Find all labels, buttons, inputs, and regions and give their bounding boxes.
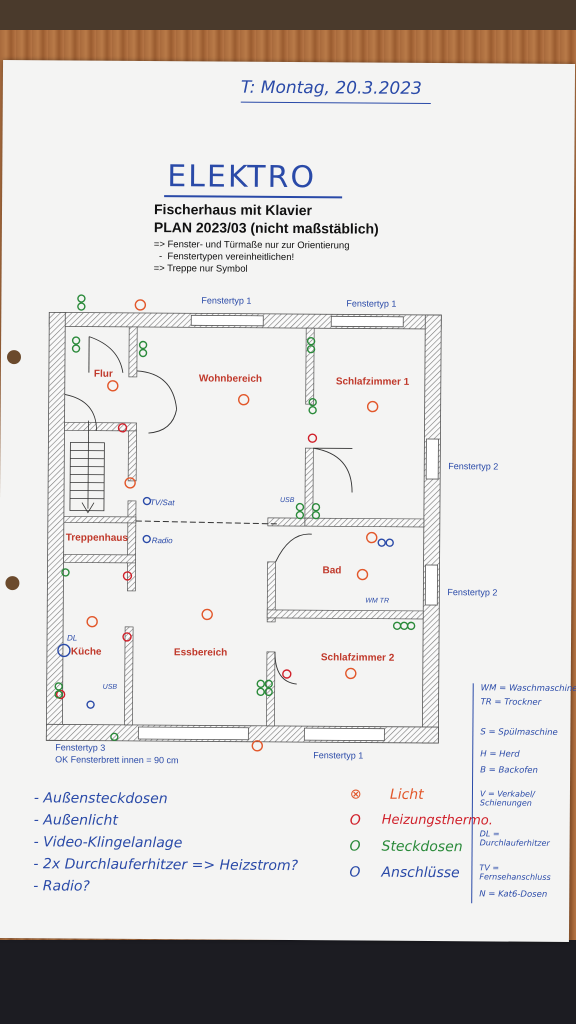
room-label-treppenhaus: Treppenhaus — [65, 532, 129, 544]
thermostat-symbols — [55, 423, 318, 700]
abbreviation: S = Spülmaschine — [480, 727, 558, 738]
top-dark-edge — [0, 0, 576, 30]
floor-plan-drawing: TV/Sat Radio WM TR DL USB USB — [45, 294, 442, 752]
room-label-schlafzimmer2: Schlafzimmer 2 — [320, 652, 395, 664]
abbreviation: B = Backofen — [480, 765, 538, 776]
todo-item: - Radio? — [33, 878, 90, 895]
legend-light-label: Licht — [389, 786, 424, 803]
legend-thermostat-label: Heizungsthermo. — [381, 812, 493, 829]
abbreviation: TV = Fernsehanschluss — [479, 863, 551, 882]
connection-symbols — [57, 496, 394, 709]
room-label-schlafzimmer1: Schlafzimmer 1 — [335, 376, 410, 388]
doors — [88, 336, 353, 685]
todo-item: - Außensteckdosen — [33, 790, 168, 808]
light-symbols — [86, 299, 379, 752]
room-label-wohnbereich: Wohnbereich — [198, 373, 263, 385]
room-label-kueche: Küche — [70, 646, 102, 658]
room-label-flur: Flur — [93, 368, 113, 380]
abbreviation: H = Herd — [480, 749, 520, 760]
legend-connection-icon: O — [349, 864, 361, 881]
wm-tr-note: WM TR — [365, 598, 389, 605]
tv-sat-note: TV/Sat — [150, 498, 175, 507]
usb-note: USB — [280, 497, 295, 504]
legend-light-icon: ⊗ — [349, 786, 362, 803]
floor-bottom-area — [0, 940, 576, 1024]
legend-socket-icon: O — [349, 838, 361, 855]
socket-symbols — [54, 294, 416, 742]
abbreviation: WM = Waschmaschine — [480, 683, 576, 695]
todo-item: - 2x Durchlauferhitzer => Heizstrom? — [33, 856, 299, 875]
abbreviation: TR = Trockner — [480, 697, 542, 708]
abbreviation: V = Verkabel/ Schienungen — [479, 789, 535, 808]
legend-connection-label: Anschlüsse — [381, 864, 460, 882]
stair-symbol — [64, 394, 105, 514]
usb-note: USB — [103, 684, 118, 691]
todo-item: - Außenlicht — [33, 812, 118, 829]
room-label-essbereich: Essbereich — [173, 647, 228, 659]
abbreviation: DL = Durchlauferhitzer — [479, 829, 550, 848]
partition-line — [135, 520, 280, 525]
radio-note: Radio — [152, 536, 174, 545]
floor-plan-sheet: T: Montag, 20.3.2023 ELEKTRO Fischerhaus… — [0, 60, 576, 942]
legend-thermostat-icon: O — [349, 812, 361, 829]
room-label-bad: Bad — [322, 565, 342, 577]
abbreviation: N = Kat6-Dosen — [479, 889, 548, 900]
todo-item: - Video-Klingelanlage — [33, 834, 183, 852]
windows — [137, 314, 439, 742]
legend-socket-label: Steckdosen — [381, 838, 463, 856]
dl-note: DL — [67, 633, 77, 642]
